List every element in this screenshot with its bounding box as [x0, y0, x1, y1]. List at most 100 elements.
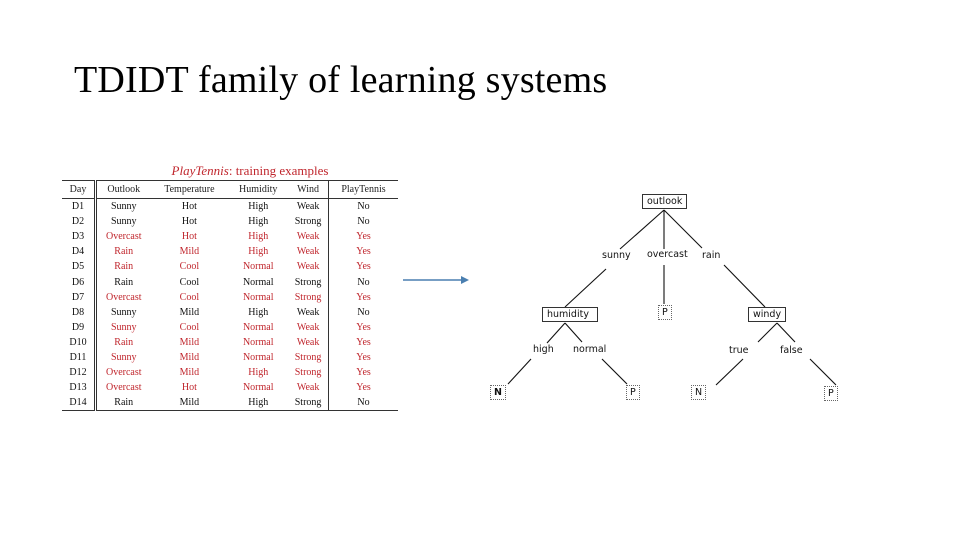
tree-edges: [507, 209, 837, 386]
table-cell: D8: [62, 304, 97, 320]
table-cell: Cool: [179, 291, 200, 303]
table-cell: Weak: [288, 198, 330, 215]
edge-label-false: false: [780, 345, 803, 356]
table-cell: Overcast: [105, 382, 142, 394]
table-cell: High: [248, 231, 269, 243]
table-cell: D5: [62, 259, 97, 275]
table-cell: Weak: [288, 380, 330, 396]
table-cell: Rain: [114, 276, 134, 288]
table-cell: High: [228, 395, 289, 412]
table-cell: Normal: [242, 276, 274, 288]
table-cell: Hot: [181, 231, 197, 243]
table-cell: Strong: [288, 289, 330, 305]
tree-node-humidity: humidity: [542, 307, 598, 322]
tree-leaf-overcast-p: P: [658, 305, 672, 320]
table-cell: Overcast: [105, 291, 142, 303]
tree-leaf-n: N: [490, 385, 506, 400]
edge-label-overcast: overcast: [647, 249, 688, 260]
tree-leaf-n: N: [691, 385, 707, 400]
column-header-playtennis: PlayTennis: [328, 180, 398, 199]
table-cell: Weak: [288, 304, 330, 320]
column-header-humidity: Humidity: [228, 180, 289, 199]
table-cell: Yes: [356, 367, 371, 379]
table-cell: Weak: [288, 259, 330, 275]
table-cell: Overcast: [105, 231, 142, 243]
table-cell: High: [248, 201, 269, 213]
table-cell: Strong: [288, 214, 330, 230]
table-cell: Weak: [288, 319, 330, 335]
table-cell: Mild: [179, 367, 200, 379]
table-cell: Overcast: [105, 367, 142, 379]
table-cell: Mild: [179, 351, 200, 363]
table-cell: Mild: [150, 395, 229, 412]
arrow-right-icon: [403, 276, 469, 284]
table-cell: Mild: [179, 306, 200, 318]
table-cell: Sunny: [110, 321, 137, 333]
table-cell: Sunny: [110, 351, 137, 363]
table-cell: Weak: [288, 334, 330, 350]
table-cell: High: [248, 216, 269, 228]
table-cell: Yes: [356, 246, 371, 258]
edge-label-sunny: sunny: [602, 250, 631, 261]
table-cell: Hot: [181, 382, 197, 394]
table-cell: Yes: [356, 231, 371, 243]
column-header-outlook: Outlook: [95, 180, 151, 199]
table-cell: Rain: [114, 336, 134, 348]
column-header-wind: Wind: [288, 180, 330, 199]
table-cell: No: [357, 201, 370, 213]
table-cell: Weak: [288, 244, 330, 260]
table-cell: D7: [62, 289, 97, 305]
table-cell: D12: [62, 365, 97, 381]
table-cell: D3: [62, 229, 97, 245]
table-cell: D4: [62, 244, 97, 260]
table-cell: Strong: [288, 274, 330, 290]
edge-label-high: high: [533, 344, 554, 355]
table-caption: PlayTennis: training examples: [171, 163, 329, 178]
table-cell: Normal: [242, 382, 274, 394]
table-cell: Sunny: [110, 216, 137, 228]
table-cell: Normal: [242, 261, 274, 273]
table-cell: D9: [62, 319, 97, 335]
table-cell: Normal: [242, 321, 274, 333]
table-cell: Rain: [114, 261, 134, 273]
table-cell: D13: [62, 380, 97, 396]
table-cell: No: [357, 306, 370, 318]
table-cell: D11: [62, 349, 97, 366]
table-cell: D10: [62, 334, 97, 350]
slide-title: TDIDT family of learning systems: [74, 59, 608, 101]
table-cell: Yes: [356, 336, 371, 348]
table-cell: Yes: [356, 291, 371, 303]
table-cell: High: [248, 367, 269, 379]
table-cell: Strong: [288, 349, 330, 366]
tree-node-outlook: outlook: [642, 194, 688, 209]
table-cell: D1: [62, 198, 97, 215]
table-cell: Yes: [356, 351, 371, 363]
table-cell: Hot: [181, 216, 197, 228]
table-cell: D2: [62, 214, 97, 230]
column-header-day: Day: [62, 180, 97, 199]
table-cell: Rain: [114, 246, 134, 258]
table-cell: Yes: [356, 321, 371, 333]
table-cell: Strong: [288, 395, 330, 412]
table-cell: Normal: [242, 336, 274, 348]
edge-label-normal: normal: [573, 344, 607, 355]
edge-label-rain: rain: [702, 250, 721, 261]
table-cell: High: [248, 246, 269, 258]
table-cell: No: [328, 395, 398, 412]
table-cell: Hot: [181, 201, 197, 213]
tree-leaf-p: P: [824, 386, 838, 401]
table-cell: D14: [62, 395, 97, 412]
table-cell: No: [357, 276, 370, 288]
